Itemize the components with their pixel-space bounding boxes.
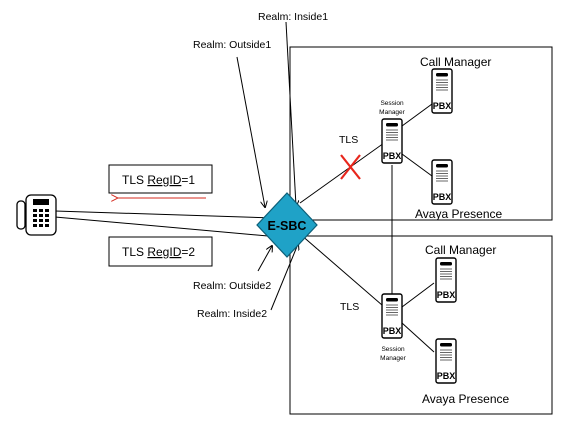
svg-text:PBX: PBX	[437, 371, 456, 381]
session-manager-label-bottom-1: Session	[381, 346, 405, 353]
link-sm-cm-top	[401, 103, 433, 127]
site-box-bottom	[289, 235, 553, 415]
esbc-label: E-SBC	[268, 219, 307, 233]
tls-label-top: TLS	[339, 134, 358, 146]
avaya-presence-label-top: Avaya Presence	[415, 207, 502, 221]
pbx-server-icon: PBX	[435, 257, 457, 303]
link-phone-esbc-bottom	[54, 216, 269, 237]
svg-text:PBX: PBX	[383, 326, 402, 336]
link-sm-presence-bottom	[401, 322, 435, 353]
link-sm-presence-top	[401, 153, 433, 177]
realm-outside1-label: Realm: Outside1	[193, 39, 271, 51]
session-manager-label-bottom-2: Manager	[380, 355, 406, 362]
realm-inside2-label: Realm: Inside2	[197, 308, 267, 320]
svg-text:TLS RegID=1: TLS RegID=1	[122, 173, 195, 187]
svg-text:TLS RegID=2: TLS RegID=2	[122, 245, 195, 259]
session-manager-label-top-1: Session	[380, 100, 404, 107]
link-esbc-session-bottom	[299, 233, 383, 306]
x-mark-icon	[340, 154, 361, 180]
tls-label-bottom: TLS	[340, 301, 359, 313]
regid-box-top: TLS RegID=1	[108, 164, 213, 194]
call-manager-label-bottom: Call Manager	[425, 243, 496, 257]
site-box-top	[289, 46, 553, 221]
call-manager-label-top: Call Manager	[420, 55, 491, 69]
pbx-server-icon: PBX	[431, 68, 453, 114]
svg-text:PBX: PBX	[433, 101, 452, 111]
esbc-node: E-SBC	[256, 192, 318, 258]
pbx-server-icon: PBX	[381, 118, 403, 164]
arrow-inside2	[270, 244, 298, 311]
link-esbc-session-top	[299, 142, 385, 204]
pbx-server-icon: PBX	[381, 293, 403, 339]
svg-text:PBX: PBX	[383, 151, 402, 161]
svg-text:PBX: PBX	[437, 290, 456, 300]
link-phone-esbc-top	[54, 210, 276, 219]
desk-phone-icon	[16, 194, 57, 236]
realm-inside1-label: Realm: Inside1	[258, 11, 328, 23]
arrow-outside1	[236, 56, 265, 207]
arrow-inside1	[285, 21, 296, 206]
link-sm-cm-bottom	[401, 282, 435, 308]
realm-outside2-label: Realm: Outside2	[193, 280, 271, 292]
session-manager-label-top-2: Manager	[379, 109, 405, 116]
pbx-server-icon: PBX	[431, 159, 453, 205]
pbx-server-icon: PBX	[435, 338, 457, 384]
arrow-outside2	[257, 246, 272, 272]
avaya-presence-label-bottom: Avaya Presence	[422, 392, 509, 406]
svg-text:PBX: PBX	[433, 192, 452, 202]
regid-box-bottom: TLS RegID=2	[108, 236, 213, 267]
